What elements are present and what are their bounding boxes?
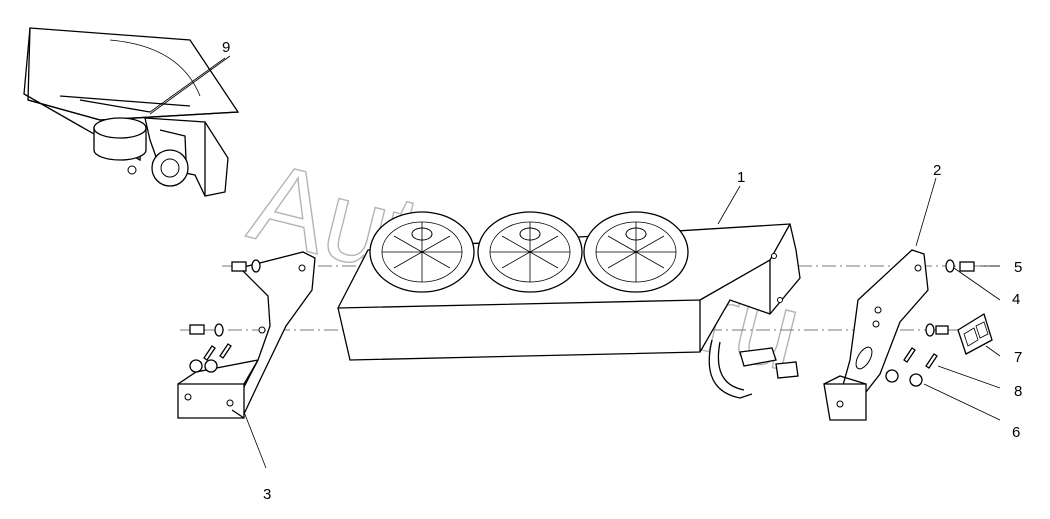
callout-6: 6 [1012,424,1020,441]
condenser-fan-unit [337,211,801,399]
callout-1: 1 [737,169,745,186]
fan-1 [369,211,475,293]
left-bracket [177,251,316,419]
warning-label-plate [957,313,993,355]
callout-9: 9 [222,39,230,56]
leader-lines [149,55,1001,469]
callout-7: 7 [1014,349,1022,366]
left-fasteners [189,259,261,373]
right-fasteners [885,259,975,387]
callout-4: 4 [1012,291,1020,308]
callout-2: 2 [933,162,941,179]
callout-8: 8 [1014,383,1022,400]
callouts: 9 1 2 3 4 5 6 7 8 [222,39,1022,503]
inset-mount-view [23,27,240,197]
callout-3: 3 [263,486,271,503]
right-bracket [823,249,929,421]
fan-2 [477,211,583,293]
callout-5: 5 [1014,259,1022,276]
fan-3 [583,211,689,293]
